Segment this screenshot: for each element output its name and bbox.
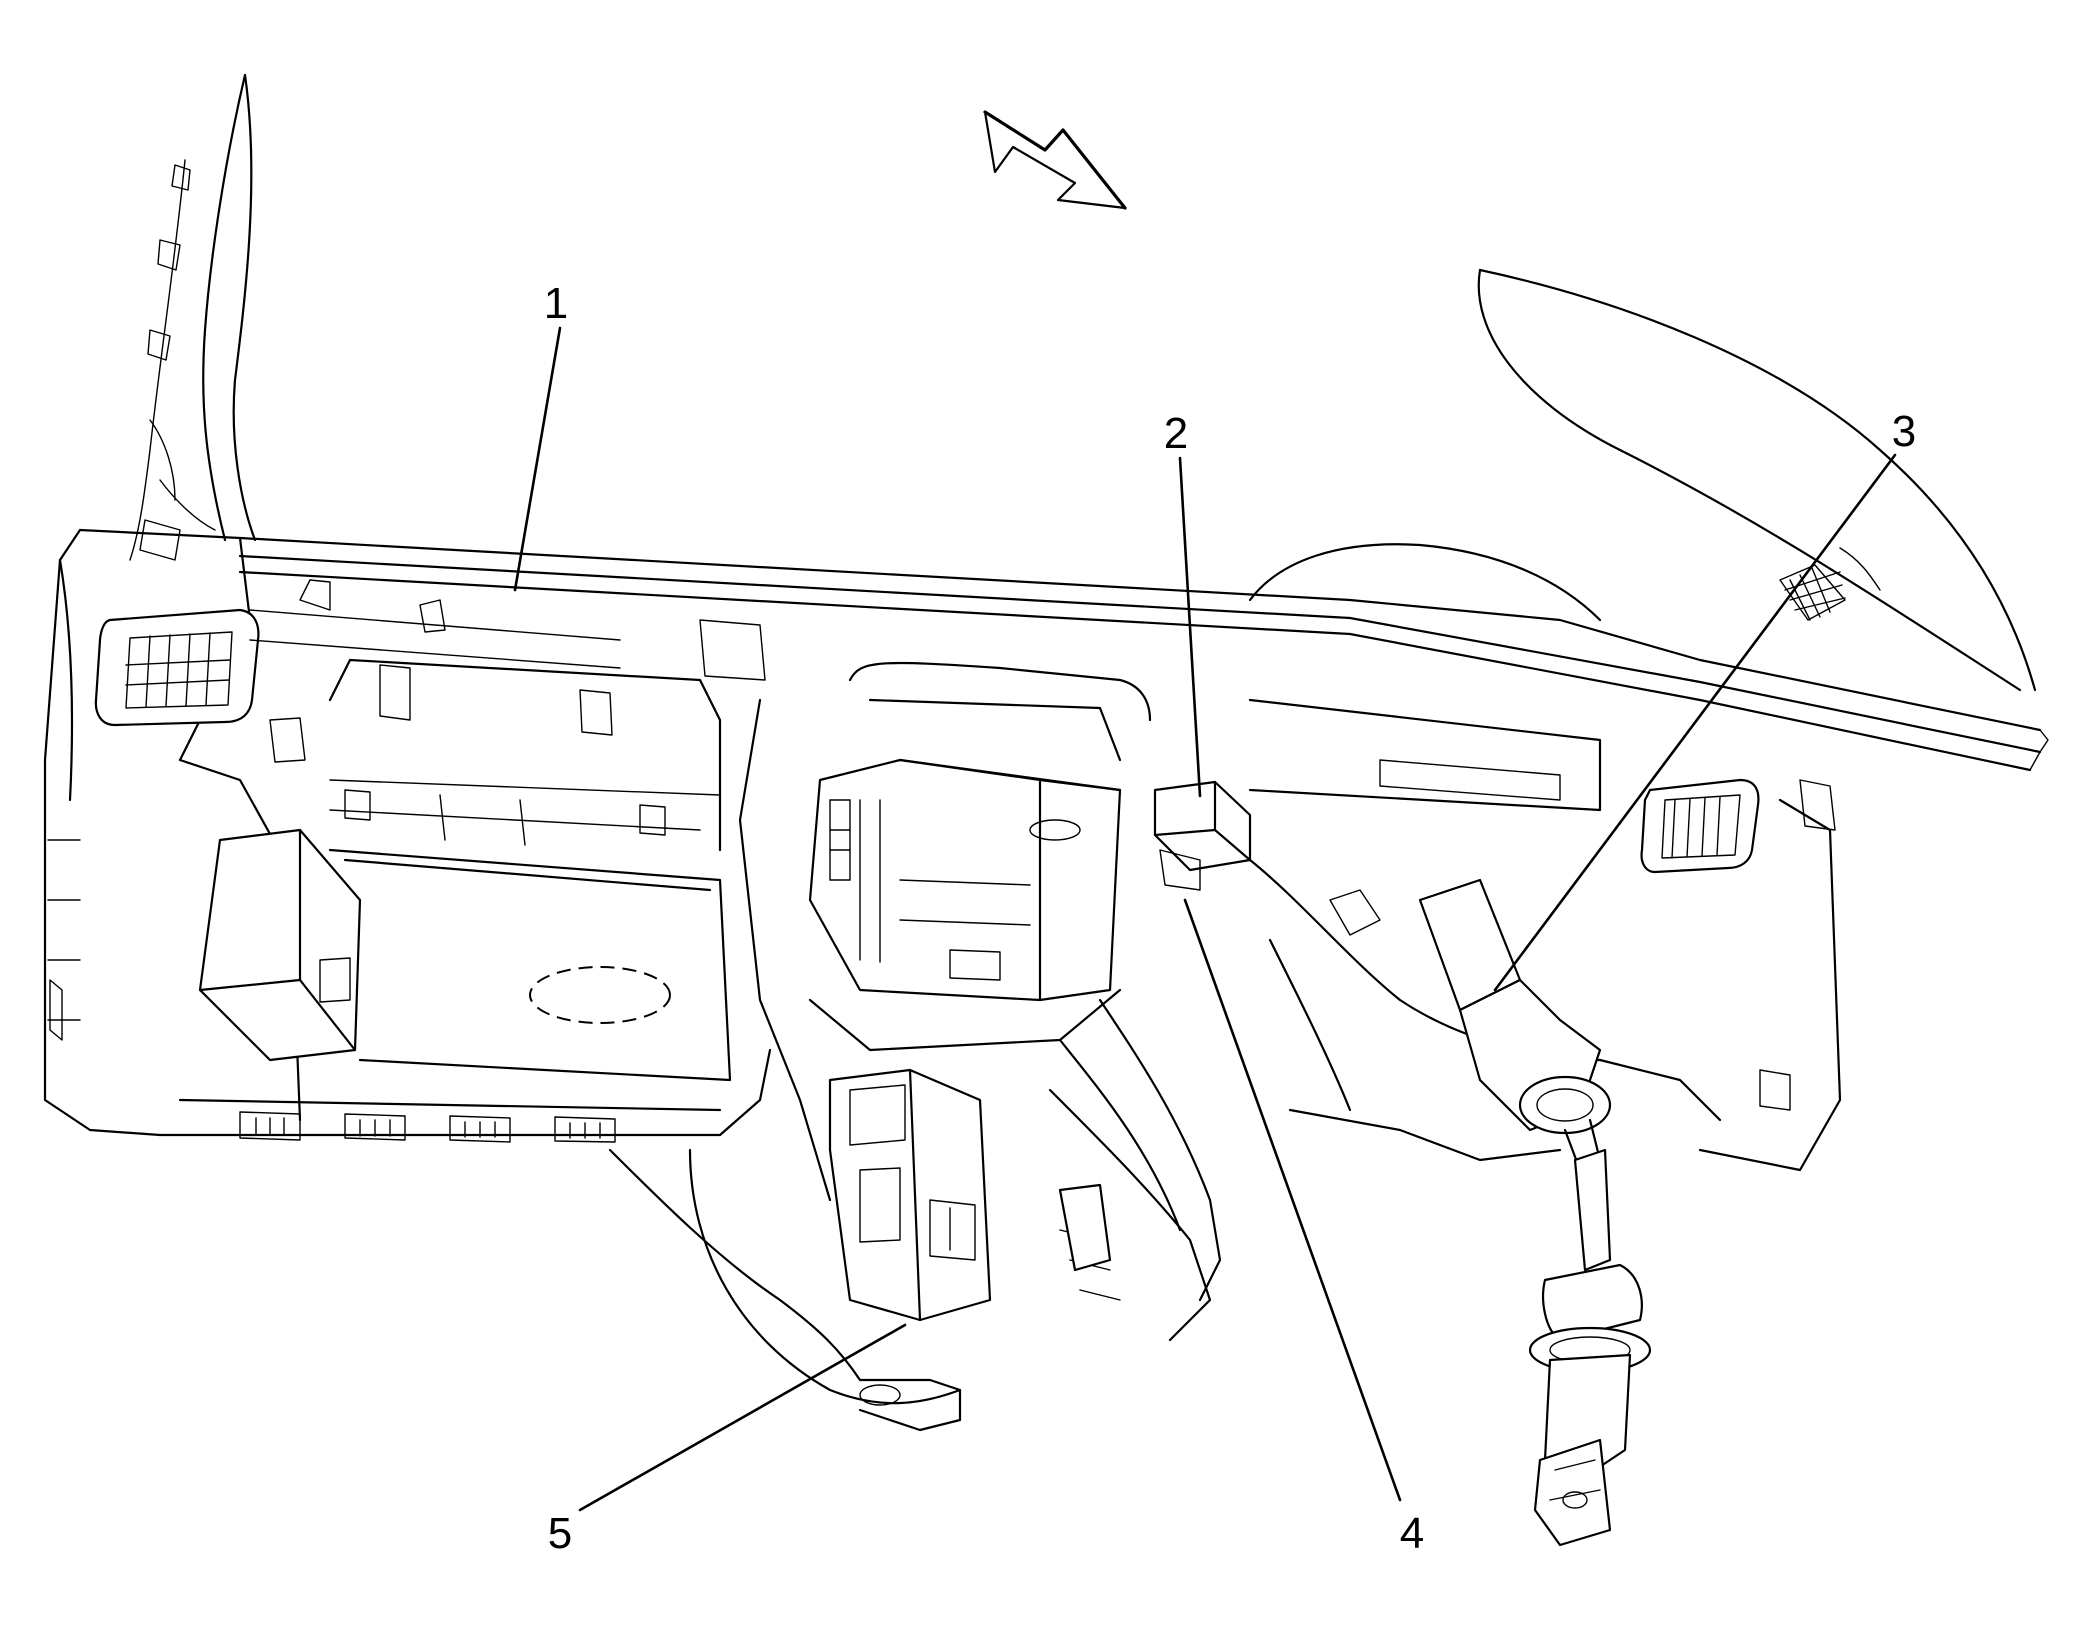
callout-5: 5 bbox=[548, 1509, 572, 1558]
leader-lines bbox=[513, 326, 1897, 1512]
callout-3: 3 bbox=[1892, 407, 1916, 456]
callout-labels: 1 2 3 4 5 bbox=[544, 279, 1916, 1558]
glove-box-opening bbox=[328, 848, 732, 1082]
lower-control-module bbox=[828, 1068, 992, 1322]
left-air-vent bbox=[94, 608, 260, 727]
callout-4: 4 bbox=[1400, 1509, 1424, 1558]
front-direction-arrow-icon bbox=[983, 110, 1127, 210]
lower-left-trim-panel bbox=[608, 1148, 962, 1432]
steering-column bbox=[1418, 878, 1652, 1547]
ip-top-pad bbox=[238, 536, 2049, 772]
relay-module bbox=[1153, 780, 1252, 891]
right-end-cap bbox=[1598, 779, 1842, 1172]
leader-line-3 bbox=[1493, 453, 1897, 992]
callout-2: 2 bbox=[1164, 409, 1188, 458]
leader-line-2 bbox=[1178, 456, 1202, 798]
left-module-box bbox=[198, 828, 362, 1062]
windshield-outline bbox=[1477, 268, 2037, 692]
center-radio-stack bbox=[808, 661, 1152, 1002]
leader-line-4 bbox=[1183, 898, 1402, 1502]
driver-knee-bolster bbox=[1048, 1088, 1212, 1342]
leader-line-1 bbox=[513, 326, 562, 592]
defroster-grille bbox=[1779, 564, 1846, 621]
leader-line-5 bbox=[578, 1323, 907, 1512]
callout-1: 1 bbox=[544, 279, 568, 328]
right-air-vent bbox=[1640, 778, 1760, 874]
left-cluster-details bbox=[249, 579, 766, 763]
left-lower-panel bbox=[158, 758, 772, 1143]
left-a-pillar bbox=[129, 73, 257, 561]
center-console-lower bbox=[738, 698, 1222, 1302]
upper-bracket-rail bbox=[328, 658, 722, 852]
